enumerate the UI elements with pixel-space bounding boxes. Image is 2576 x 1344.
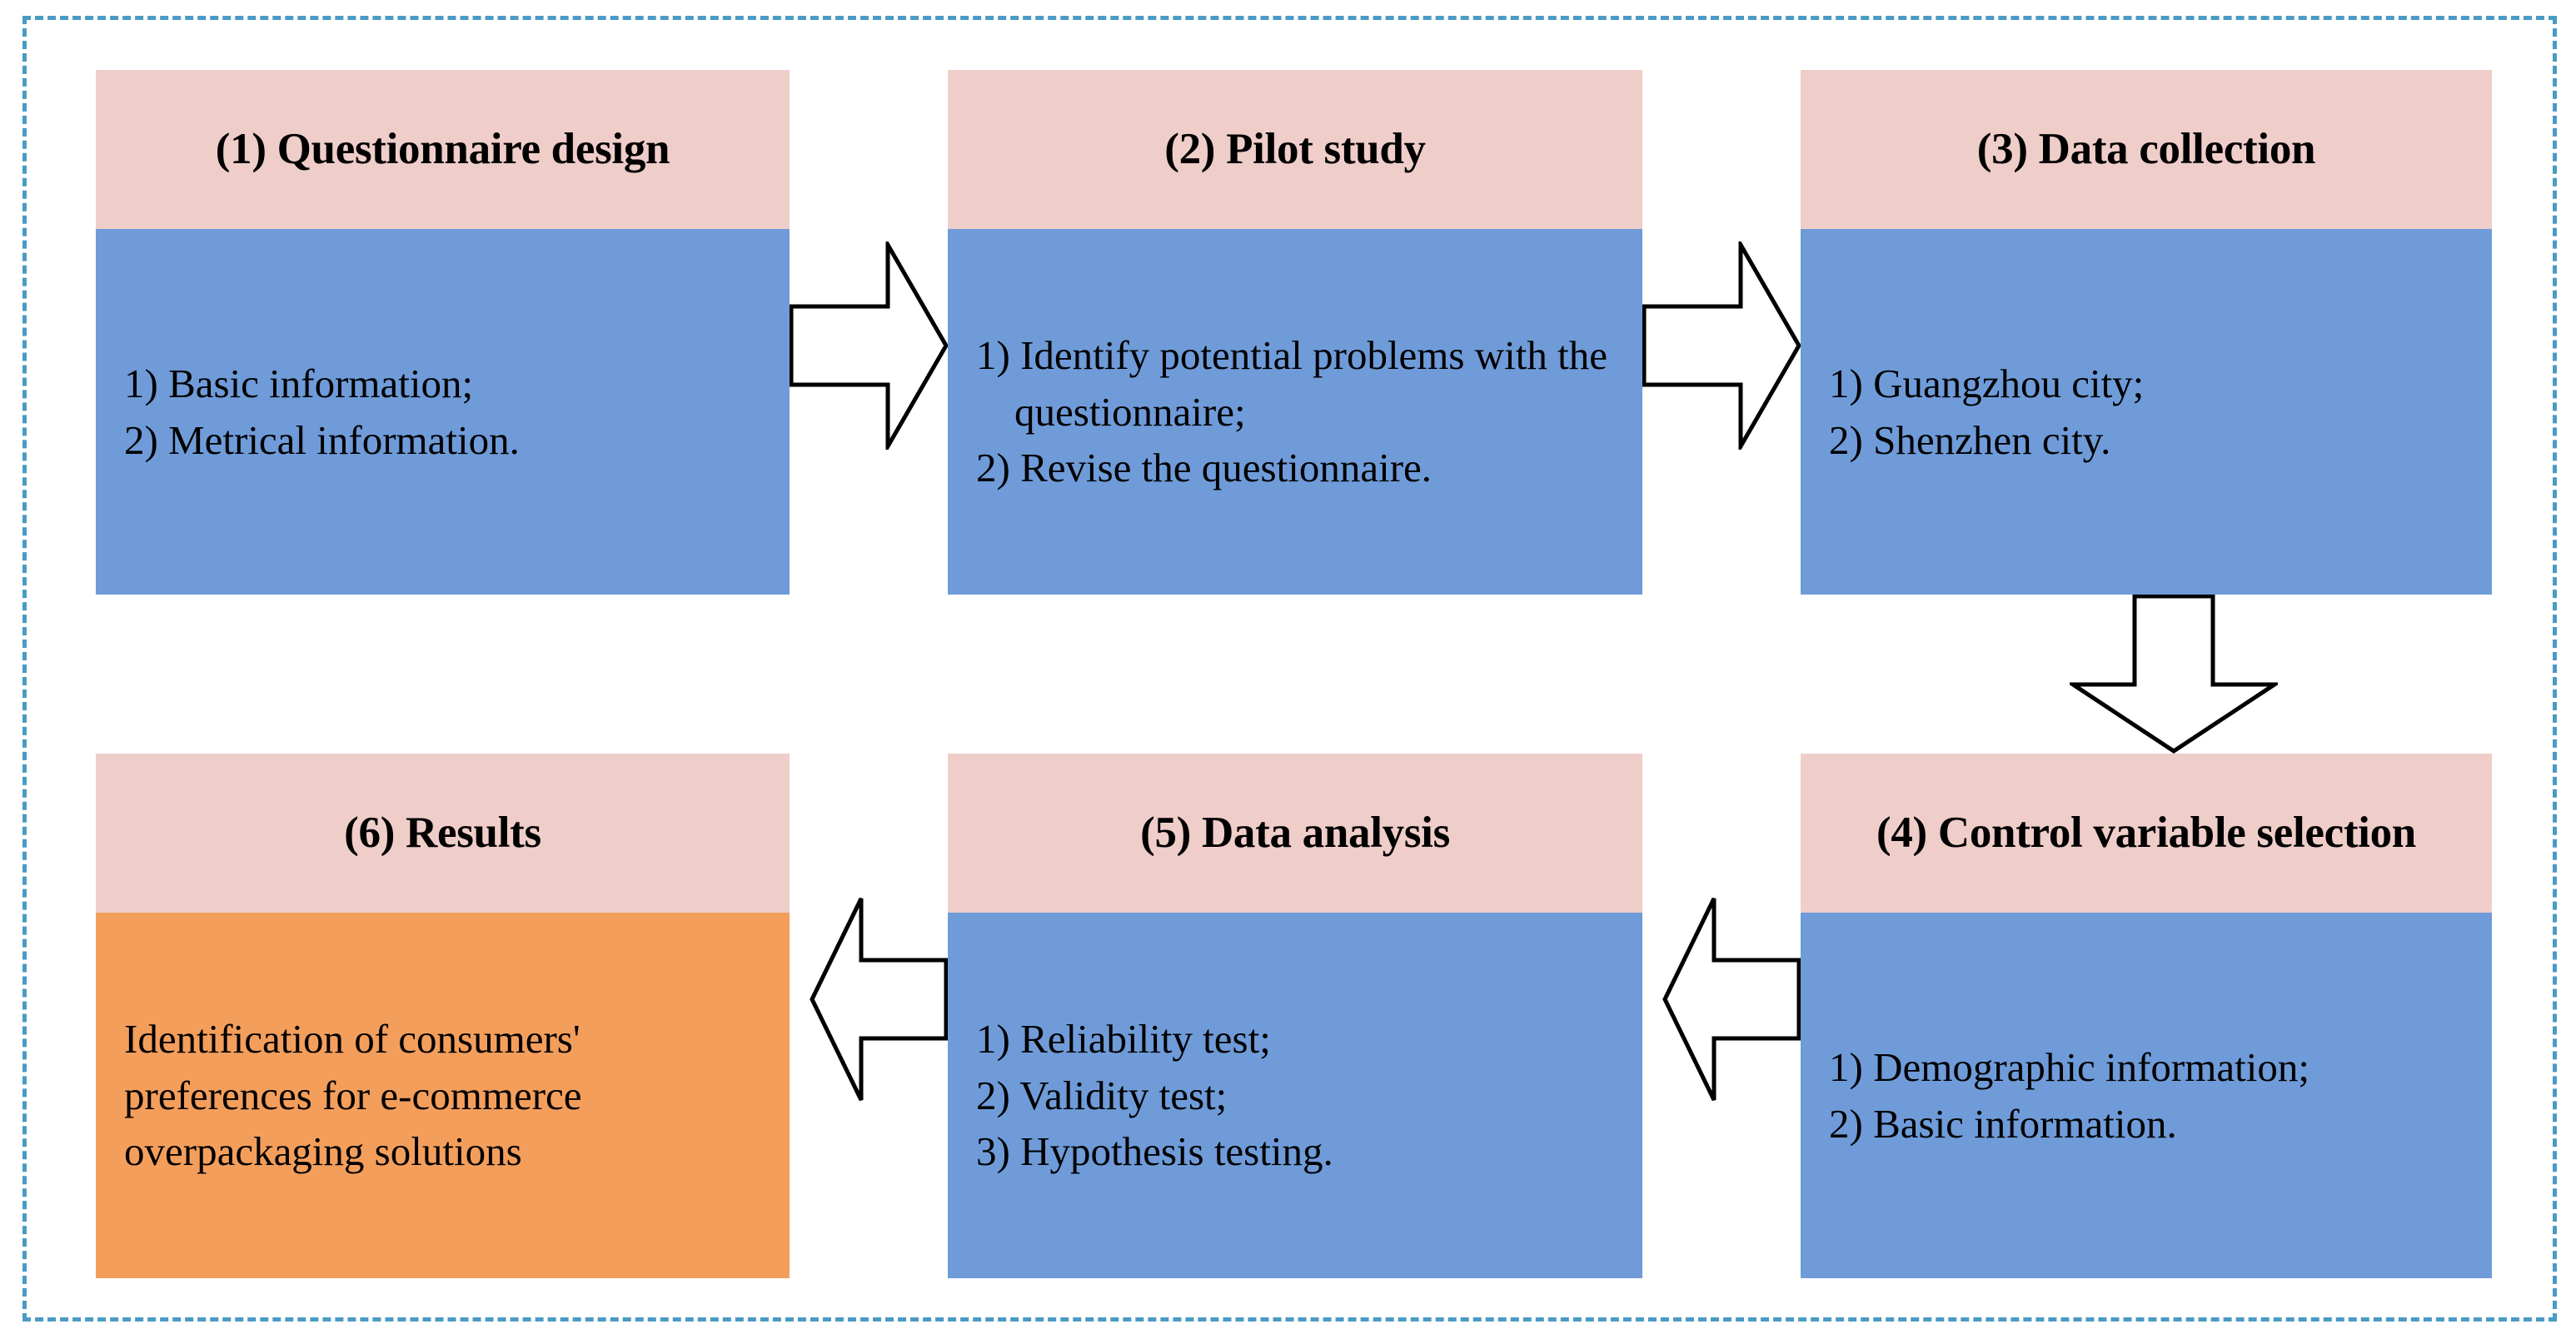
step-box-questionnaire-design[interactable]: (1) Questionnaire design 1) Basic inform… (96, 70, 790, 595)
step-body-3: 1) Guangzhou city; 2) Shenzhen city. (1801, 229, 2492, 595)
step-body-line: 1) Demographic information; (1829, 1043, 2309, 1090)
step-body-line: 2) Revise the questionnaire. (976, 445, 1432, 491)
arrow-left-step5-to-step6 (810, 895, 948, 1103)
step-body-line: Identification of consumers' preferences… (124, 1016, 592, 1175)
step-body-1: 1) Basic information; 2) Metrical inform… (96, 229, 790, 595)
step-body-line: 1) Reliability test; (976, 1016, 1271, 1063)
step-body-6: Identification of consumers' preferences… (96, 913, 790, 1278)
step-header-3: (3) Data collection (1801, 70, 2492, 229)
step-box-pilot-study[interactable]: (2) Pilot study 1) Identify potential pr… (948, 70, 1642, 595)
step-box-data-analysis[interactable]: (5) Data analysis 1) Reliability test; 2… (948, 754, 1642, 1278)
step-header-6: (6) Results (96, 754, 790, 913)
step-body-5: 1) Reliability test; 2) Validity test; 3… (948, 913, 1642, 1278)
arrow-right-step2-to-step3 (1642, 241, 1801, 450)
step-body-line: 2) Metrical information. (124, 416, 520, 463)
arrow-left-step4-to-step5 (1662, 895, 1801, 1103)
step-body-4: 1) Demographic information; 2) Basic inf… (1801, 913, 2492, 1278)
step-body-line: 2) Shenzhen city. (1829, 416, 2111, 463)
step-header-5: (5) Data analysis (948, 754, 1642, 913)
arrow-right-step1-to-step2 (790, 241, 948, 450)
step-body-line: 1) Basic information; (124, 360, 474, 406)
step-header-4: (4) Control variable selection (1801, 754, 2492, 913)
step-header-2: (2) Pilot study (948, 70, 1642, 229)
step-body-line: 2) Basic information. (1829, 1100, 2177, 1147)
arrow-down-step3-to-step4 (2070, 595, 2278, 754)
step-body-2: 1) Identify potential problems with the … (948, 229, 1642, 595)
step-body-line: 3) Hypothesis testing. (976, 1128, 1333, 1175)
step-box-data-collection[interactable]: (3) Data collection 1) Guangzhou city; 2… (1801, 70, 2492, 595)
step-header-1: (1) Questionnaire design (96, 70, 790, 229)
step-box-results[interactable]: (6) Results Identification of consumers'… (96, 754, 790, 1278)
step-box-control-variable-selection[interactable]: (4) Control variable selection 1) Demogr… (1801, 754, 2492, 1278)
step-body-line: 1) Guangzhou city; (1829, 360, 2145, 406)
step-body-line: 1) Identify potential problems with the … (976, 332, 1618, 435)
step-body-line: 2) Validity test; (976, 1072, 1228, 1118)
